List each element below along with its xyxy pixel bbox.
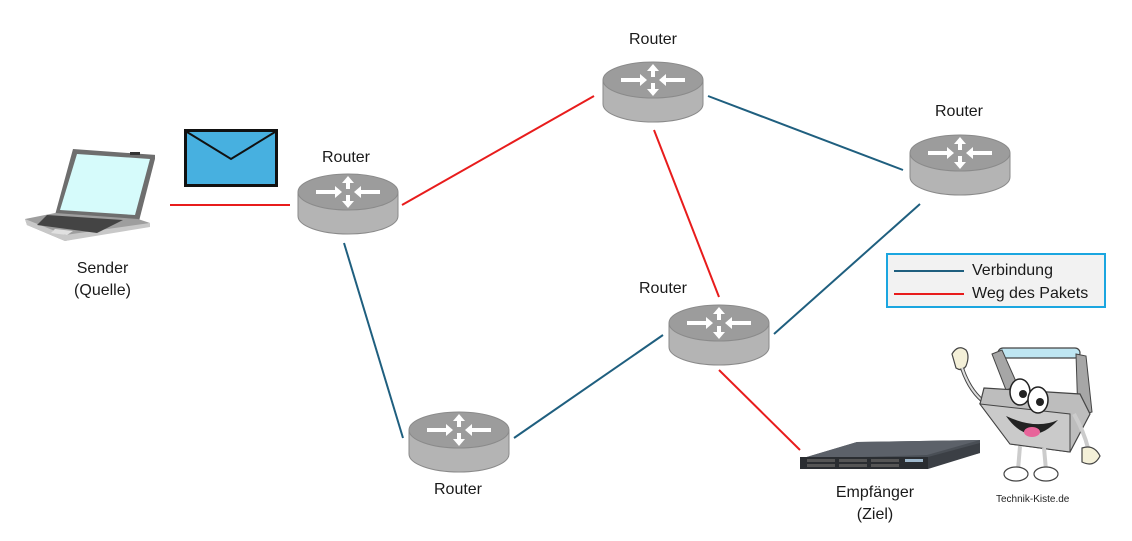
edge-router1-routerbottom: [343, 242, 404, 439]
server-icon: [800, 440, 980, 469]
legend-connection-swatch: [894, 270, 964, 272]
sender-label: Sender (Quelle): [55, 258, 150, 302]
router-icon: [601, 60, 705, 131]
laptop-icon: [25, 149, 155, 241]
edge-routerbottom-routermid: [513, 334, 664, 439]
legend-item-connection: Verbindung: [894, 260, 1053, 282]
router-right-label: Router: [934, 103, 984, 120]
legend-packet-path-swatch: [894, 293, 964, 295]
edge-routertop-routermid: [653, 129, 720, 298]
toolbox-mascot-icon: [951, 347, 1101, 482]
receiver-label-line2: (Ziel): [856, 506, 894, 523]
sender-label-line1: Sender: [76, 260, 129, 277]
router-icon: [908, 133, 1012, 204]
edge-routertop-routerright: [707, 95, 904, 171]
legend-item-packet-path: Weg des Pakets: [894, 283, 1088, 305]
router-bottom-label: Router: [433, 481, 483, 498]
sender-label-line2: (Quelle): [74, 282, 131, 299]
router-1-label: Router: [321, 149, 371, 166]
legend-connection-label: Verbindung: [972, 262, 1053, 279]
edge-router1-routertop: [401, 95, 595, 206]
envelope-icon: [184, 129, 278, 187]
router-icon: [407, 410, 511, 481]
edge-routerright-routermid: [773, 203, 921, 335]
router-mid-label: Router: [638, 280, 688, 297]
receiver-label: Empfänger (Ziel): [815, 482, 935, 526]
legend-packet-path-label: Weg des Pakets: [972, 285, 1089, 302]
router-icon: [296, 172, 400, 243]
legend: Verbindung Weg des Pakets: [886, 253, 1106, 308]
router-top-label: Router: [628, 31, 678, 48]
router-icon: [667, 303, 771, 374]
mascot-caption: Technik-Kiste.de: [996, 494, 1070, 505]
edge-routermid-receiver: [718, 369, 801, 451]
receiver-label-line1: Empfänger: [835, 484, 915, 501]
